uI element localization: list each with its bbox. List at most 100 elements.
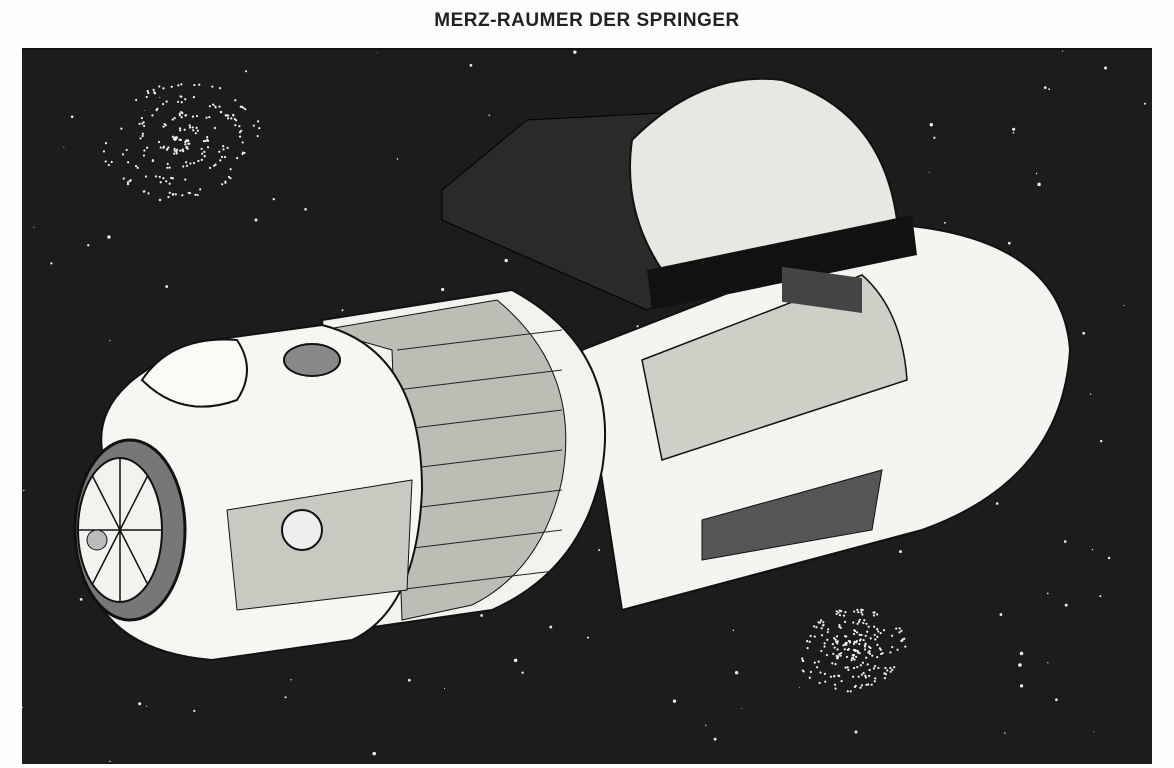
galaxy-star — [836, 648, 839, 651]
dome-base — [647, 215, 917, 310]
galaxy-star — [868, 652, 872, 655]
galaxy-star — [868, 674, 871, 678]
galaxy-star — [824, 680, 827, 683]
galaxy-star — [891, 668, 894, 671]
galaxy-star — [194, 132, 197, 135]
star — [396, 158, 399, 160]
galaxy-star — [856, 622, 859, 625]
galaxy-star — [144, 175, 148, 178]
galaxy-star — [161, 102, 165, 106]
galaxy-star — [883, 677, 887, 680]
galaxy-star — [838, 674, 841, 678]
galaxy-star — [142, 121, 145, 124]
galaxy-star — [179, 95, 182, 98]
galaxy-star — [195, 126, 198, 129]
galaxy-star — [173, 117, 176, 120]
galaxy-star — [146, 89, 149, 93]
galaxy-star — [102, 150, 106, 153]
galaxy-star — [852, 621, 855, 624]
star — [1035, 172, 1038, 175]
star — [573, 50, 577, 54]
galaxy-star — [872, 614, 876, 617]
galaxy-star — [869, 637, 872, 640]
galaxy-star — [243, 151, 246, 155]
star — [1099, 439, 1103, 443]
galaxy-star — [861, 613, 864, 616]
galaxy-star — [858, 642, 861, 646]
galaxy-star — [839, 654, 842, 657]
galaxy-star — [166, 147, 169, 151]
galaxy-star — [200, 147, 203, 151]
galaxy-star — [846, 666, 849, 669]
galaxy-star — [185, 164, 189, 167]
galaxy-star — [852, 642, 856, 645]
galaxy-star — [806, 639, 809, 643]
galaxy-star — [122, 177, 125, 180]
galaxy-star — [219, 87, 222, 90]
star — [1047, 662, 1049, 664]
galaxy-star — [818, 681, 821, 685]
space-illustration — [22, 48, 1152, 764]
galaxy-star — [173, 147, 176, 150]
galaxy-star — [158, 85, 161, 88]
galaxy-star — [126, 183, 130, 186]
star — [171, 193, 175, 196]
galaxy-star — [856, 649, 859, 653]
galaxy-star — [162, 145, 166, 148]
star — [70, 115, 74, 119]
star — [254, 218, 258, 222]
galaxy-star — [229, 177, 232, 180]
galaxy-star — [868, 668, 871, 672]
galaxy-star — [242, 106, 245, 109]
galaxy-star — [176, 148, 179, 151]
star — [713, 737, 717, 741]
galaxy-star — [852, 657, 855, 660]
galaxy-star — [806, 647, 809, 650]
star — [1048, 88, 1051, 91]
galaxy-star — [893, 666, 896, 669]
star — [672, 699, 677, 703]
galaxy-star — [171, 177, 175, 180]
galaxy-star — [201, 152, 204, 155]
nose-hub — [86, 529, 108, 551]
galaxy-star — [208, 166, 212, 169]
galaxy-star — [222, 145, 225, 148]
galaxy-star — [172, 137, 175, 140]
galaxy-star — [815, 666, 819, 669]
star — [50, 262, 53, 265]
galaxy-star — [181, 194, 184, 197]
galaxy-star — [889, 670, 892, 673]
star — [1055, 698, 1058, 702]
galaxy-star — [826, 630, 829, 634]
galaxy-star — [901, 638, 904, 641]
galaxy-star — [175, 136, 178, 139]
galaxy-star — [203, 155, 206, 158]
galaxy-star — [858, 633, 861, 636]
galaxy-star — [180, 110, 183, 114]
galaxy-star — [873, 680, 876, 683]
galaxy-star — [835, 610, 838, 613]
star — [376, 52, 378, 54]
deck-line — [396, 529, 563, 551]
galaxy-star — [180, 101, 183, 104]
galaxy-star — [154, 175, 158, 178]
star — [304, 207, 307, 211]
spiral-galaxy-top-left — [102, 83, 261, 199]
galaxy-star — [815, 626, 818, 629]
galaxy-star — [855, 655, 858, 658]
galaxy-star — [820, 634, 824, 637]
galaxy-star — [865, 656, 868, 659]
nose-spokes — [78, 458, 162, 602]
galaxy-star — [801, 657, 804, 660]
star — [999, 613, 1003, 616]
galaxy-star — [258, 127, 261, 130]
galaxy-star — [873, 611, 876, 614]
galaxy-star — [196, 193, 199, 197]
star — [488, 114, 490, 116]
star — [272, 197, 275, 201]
galaxy-star — [180, 116, 183, 119]
star — [165, 285, 169, 288]
galaxy-star — [139, 137, 142, 140]
galaxy-star — [129, 179, 132, 182]
galaxy-star — [836, 642, 839, 645]
